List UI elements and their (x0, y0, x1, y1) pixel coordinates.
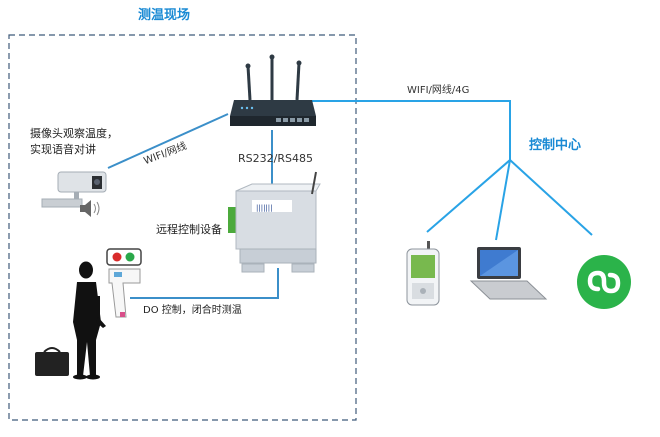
miniprogram-icon (577, 255, 631, 309)
camera-icon (41, 171, 107, 208)
control-center-title: 控制中心 (529, 138, 582, 153)
network-label: WIFI/网线/4G (407, 85, 470, 96)
branch-laptop-line (495, 159, 511, 241)
do-control-label: DO 控制，闭合时测温 (143, 305, 242, 316)
branch-miniprogram-line (509, 159, 593, 236)
camera-description-line1: 摄像头观察温度， (30, 127, 118, 140)
briefcase-icon (35, 347, 69, 376)
speaker-icon (80, 200, 100, 217)
site-title: 测温现场 (138, 8, 191, 23)
serial-label: RS232/RS485 (238, 152, 313, 165)
site-boundary (8, 34, 357, 421)
thermometer-icon (108, 268, 141, 318)
phone-icon (406, 241, 440, 306)
router-cloud-line (312, 100, 511, 160)
do-control-line (130, 268, 279, 299)
controller-icon: ||||||| (228, 171, 321, 273)
camera-description-line2: 实现语音对讲 (30, 143, 96, 156)
camera-description: 摄像头观察温度， 实现语音对讲 (30, 126, 118, 158)
laptop-icon (469, 247, 548, 300)
traffic-light-icon (106, 248, 142, 266)
camera-router-line (107, 113, 229, 169)
person-icon (73, 261, 106, 380)
device-label: 远程控制设备 (156, 223, 222, 236)
svg-text:|||||||: ||||||| (256, 204, 273, 212)
router-icon (230, 54, 316, 126)
branch-phone-line (426, 159, 511, 233)
